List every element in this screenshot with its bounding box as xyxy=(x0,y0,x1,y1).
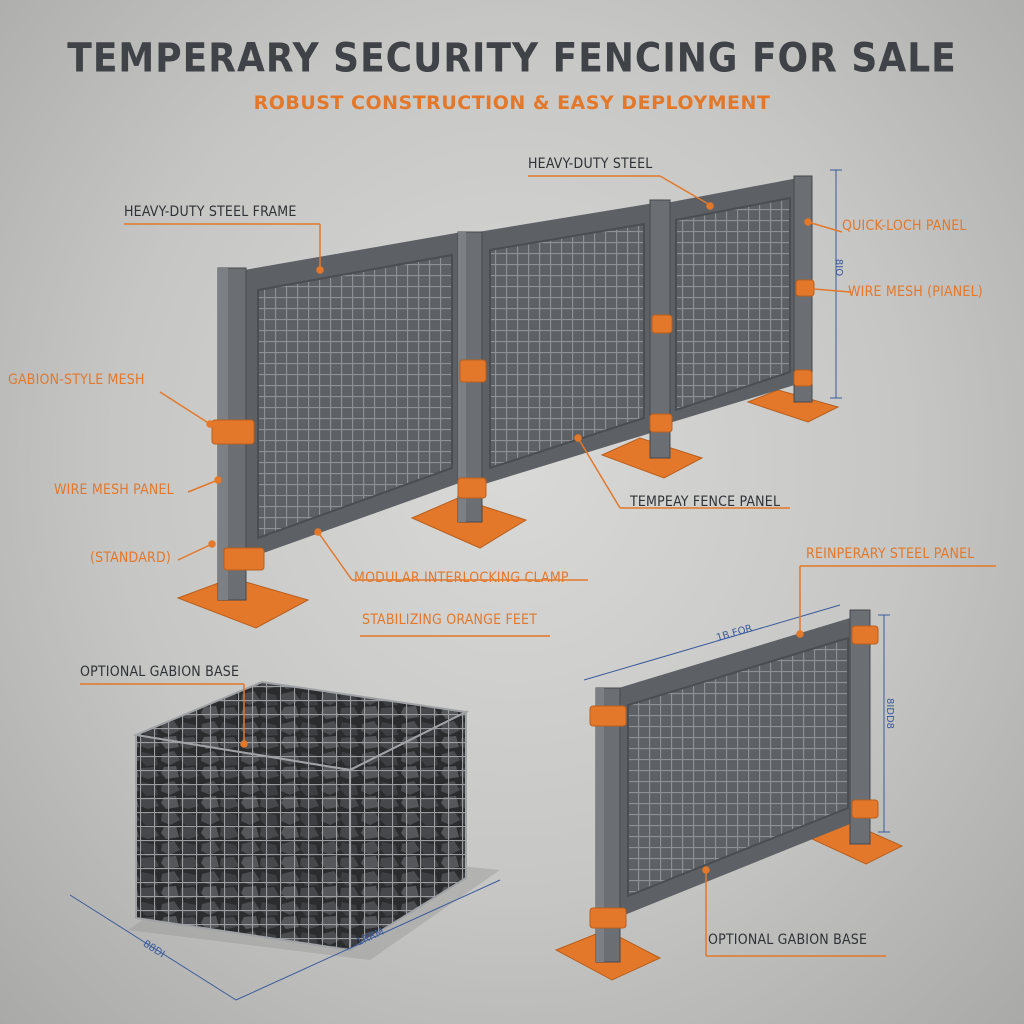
interlocking-clamp xyxy=(223,547,265,571)
label-wire-mesh-pianel: WIRE MESH (PIANEL) xyxy=(848,284,983,300)
interlocking-clamp xyxy=(211,419,255,445)
label-heavy-duty-steel-frame: HEAVY-DUTY STEEL FRAME xyxy=(124,204,297,220)
label-quick-loch-panel: QUICK-LOCH PANEL xyxy=(842,218,967,234)
label-tempeay-fence-panel: TEMPEAY FENCE PANEL xyxy=(630,494,781,510)
fence-panel-2-mesh xyxy=(489,222,645,470)
label-optional-gabion-base-top: OPTIONAL GABION BASE xyxy=(80,664,240,680)
interlocking-clamp xyxy=(851,625,879,645)
fence-panel-3-mesh xyxy=(675,196,791,412)
label-stabilizing-orange-feet: STABILIZING ORANGE FEET xyxy=(362,612,538,628)
interlocking-clamp xyxy=(649,413,673,433)
main-fence-run xyxy=(176,175,840,629)
orange-foot xyxy=(746,389,840,423)
single-panel-dimensions xyxy=(583,604,890,833)
page-title: TEMPERARY SECURITY FENCING FOR SALE xyxy=(67,35,957,82)
dim-main-height: 8IO xyxy=(833,258,845,277)
interlocking-clamp xyxy=(589,705,627,727)
fence-post xyxy=(849,609,871,845)
interlocking-clamp xyxy=(651,314,673,334)
page-subtitle: ROBUST CONSTRUCTION & EASY DEPLOYMENT xyxy=(253,92,771,114)
leader-lines xyxy=(80,175,996,957)
label-optional-gabion-base-bottom: OPTIONAL GABION BASE xyxy=(708,932,868,948)
label-standard: (STANDARD) xyxy=(90,550,171,566)
orange-foot xyxy=(176,577,310,629)
label-heavy-duty-steel: HEAVY-DUTY STEEL xyxy=(528,156,653,172)
single-panel-mesh xyxy=(627,636,849,898)
orange-foot xyxy=(410,497,528,549)
label-modular-interlocking-clamp: MODULAR INTERLOCKING CLAMP xyxy=(354,570,569,586)
label-reinperary-steel-panel: REINPERARY STEEL PANEL xyxy=(806,546,975,562)
interlocking-clamp xyxy=(457,477,487,499)
interlocking-clamp xyxy=(459,359,487,383)
gabion-dimensions xyxy=(69,879,501,1001)
interlocking-clamp xyxy=(793,369,813,387)
gabion-basket xyxy=(128,680,500,960)
main-height-dimension xyxy=(830,169,842,399)
single-fence-panel xyxy=(554,609,904,981)
dim-single-height: 8IDD8 xyxy=(884,697,896,730)
label-gabion-style-mesh: GABION-STYLE MESH xyxy=(8,372,145,388)
fence-panel-1-mesh xyxy=(257,253,453,540)
label-wire-mesh-panel: WIRE MESH PANEL xyxy=(54,482,174,498)
interlocking-clamp xyxy=(589,907,627,929)
interlocking-clamp xyxy=(851,799,879,819)
